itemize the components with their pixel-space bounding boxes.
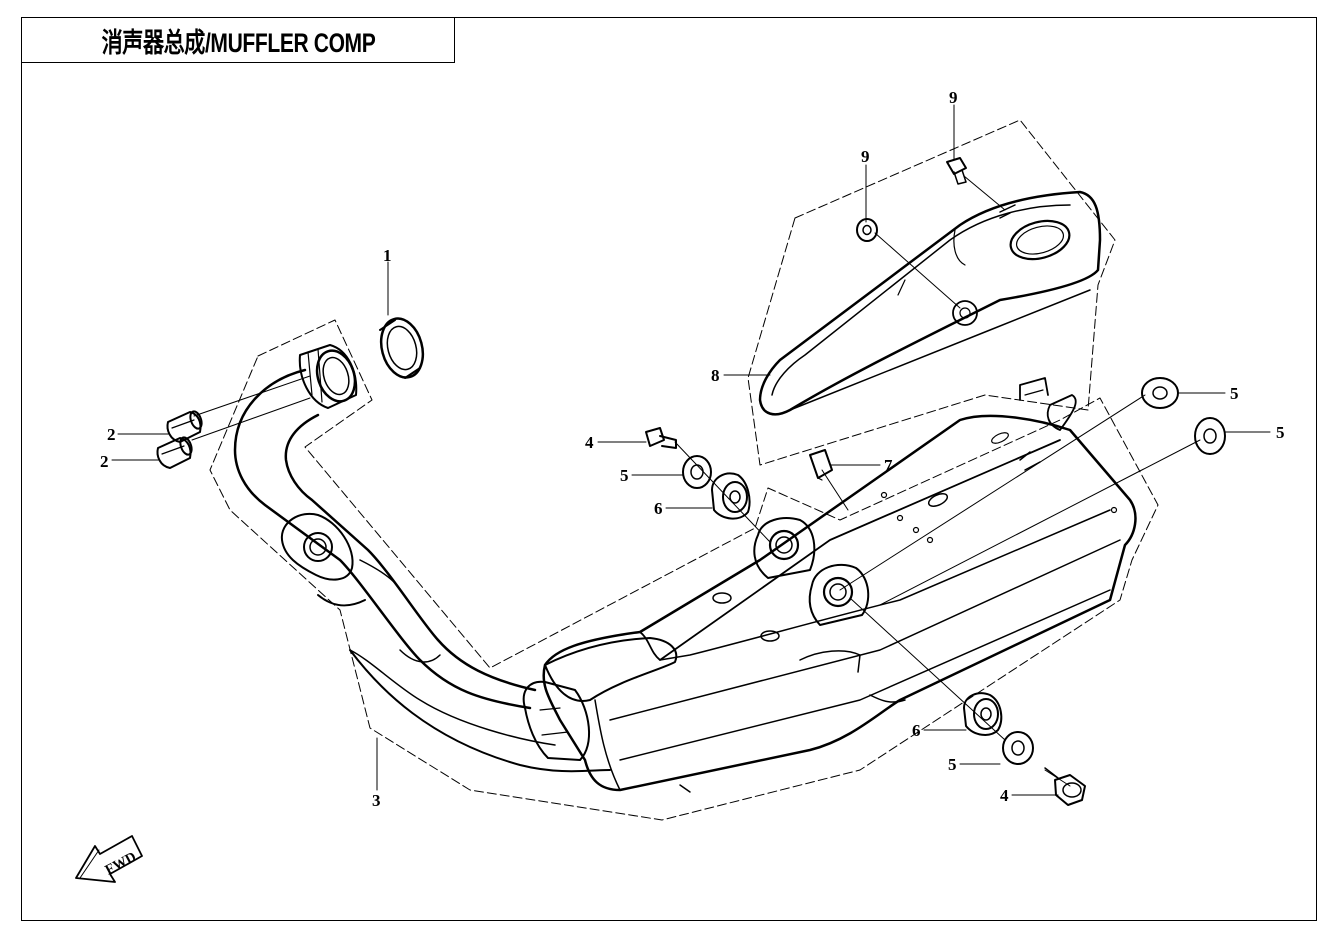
title-box: 消声器总成/MUFFLER COMP — [21, 17, 455, 63]
body-mount-bracket-rear — [808, 563, 870, 626]
fwd-label: FWD — [103, 850, 139, 879]
muffler-body-outline — [542, 414, 1137, 792]
callout-6-lower: 6 — [912, 721, 921, 740]
heat-shield-group-outline — [747, 119, 1116, 466]
pipe-muffler-joint — [522, 680, 591, 761]
callout-2-upper: 2 — [107, 425, 116, 444]
part-2-flange-nuts — [156, 410, 203, 469]
part-4-bolts — [645, 427, 1086, 806]
drawing-frame — [21, 17, 1317, 921]
callout-numbers: 1 2 2 3 4 4 5 5 5 5 6 6 7 8 9 9 FWD — [100, 88, 1285, 878]
callout-5-right: 5 — [1276, 423, 1285, 442]
part-6-grommets — [711, 472, 1003, 736]
callout-8: 8 — [711, 366, 720, 385]
header-pipe-inner — [284, 413, 537, 692]
callout-6-upper: 6 — [654, 499, 663, 518]
callout-7: 7 — [884, 456, 893, 475]
callout-3: 3 — [372, 791, 381, 810]
callout-5-lower: 5 — [948, 755, 957, 774]
fwd-arrow-icon — [75, 835, 143, 883]
callout-4-upper: 4 — [585, 433, 594, 452]
header-flange — [298, 344, 358, 409]
part-8-heat-shield — [758, 190, 1102, 416]
callout-1: 1 — [383, 246, 392, 265]
part-7-clip — [809, 449, 833, 481]
part-9-fasteners — [856, 157, 967, 242]
callout-5-upper-left: 5 — [620, 466, 629, 485]
diagram-title: 消声器总成/MUFFLER COMP — [101, 27, 375, 58]
callout-9-left: 9 — [861, 147, 870, 166]
callout-5-upper-right: 5 — [1230, 384, 1239, 403]
callout-4-lower: 4 — [1000, 786, 1009, 805]
part-5-washers — [682, 377, 1226, 765]
pipe-mount-bracket — [280, 512, 354, 581]
callout-2-lower: 2 — [100, 452, 109, 471]
body-mount-bracket-front — [753, 517, 816, 579]
part-1-gasket — [379, 317, 425, 379]
header-pipe-outer — [233, 368, 532, 710]
callout-9-right: 9 — [949, 88, 958, 107]
part-3-exhaust-muffler-assembly — [233, 344, 1137, 793]
